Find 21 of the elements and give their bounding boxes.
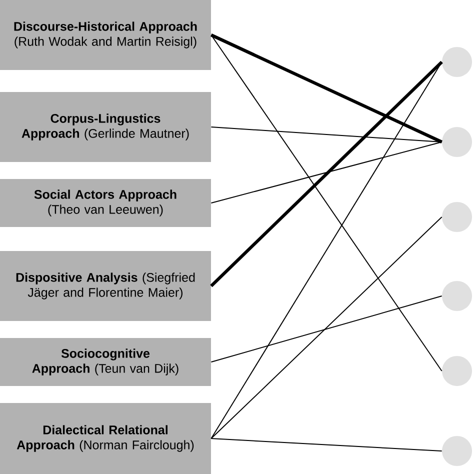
connector-line bbox=[210, 438, 442, 452]
connector-line bbox=[210, 60, 443, 288]
approach-box: Sociocognitive Approach (Teun van Dijk) bbox=[0, 338, 211, 386]
connector-line bbox=[210, 62, 442, 439]
approach-box: Social Actors Approach (Theo van Leeuwen) bbox=[0, 179, 211, 227]
approach-box: Dispositive Analysis (Siegfried Jäger and Florentine Maier) bbox=[0, 251, 211, 321]
approach-box: Corpus-Lingustics Approach (Gerlinde Mautner) bbox=[0, 92, 211, 162]
approach-box: Discourse-Historical Approach (Ruth Wodak and Martin Reisigl) bbox=[0, 0, 211, 70]
connector-line bbox=[210, 216, 442, 439]
circle bbox=[442, 127, 472, 157]
circle bbox=[442, 436, 472, 466]
connector-line bbox=[210, 296, 442, 362]
circle bbox=[442, 356, 472, 386]
circle bbox=[442, 47, 472, 77]
connector-line bbox=[210, 34, 442, 144]
connector-line bbox=[210, 34, 442, 372]
circle bbox=[442, 281, 472, 311]
circle bbox=[442, 202, 472, 232]
approach-box: Dialectical Relational Approach (Norman Fairclough) bbox=[0, 403, 211, 474]
connector-line bbox=[210, 126, 442, 142]
connector-line bbox=[210, 142, 442, 204]
